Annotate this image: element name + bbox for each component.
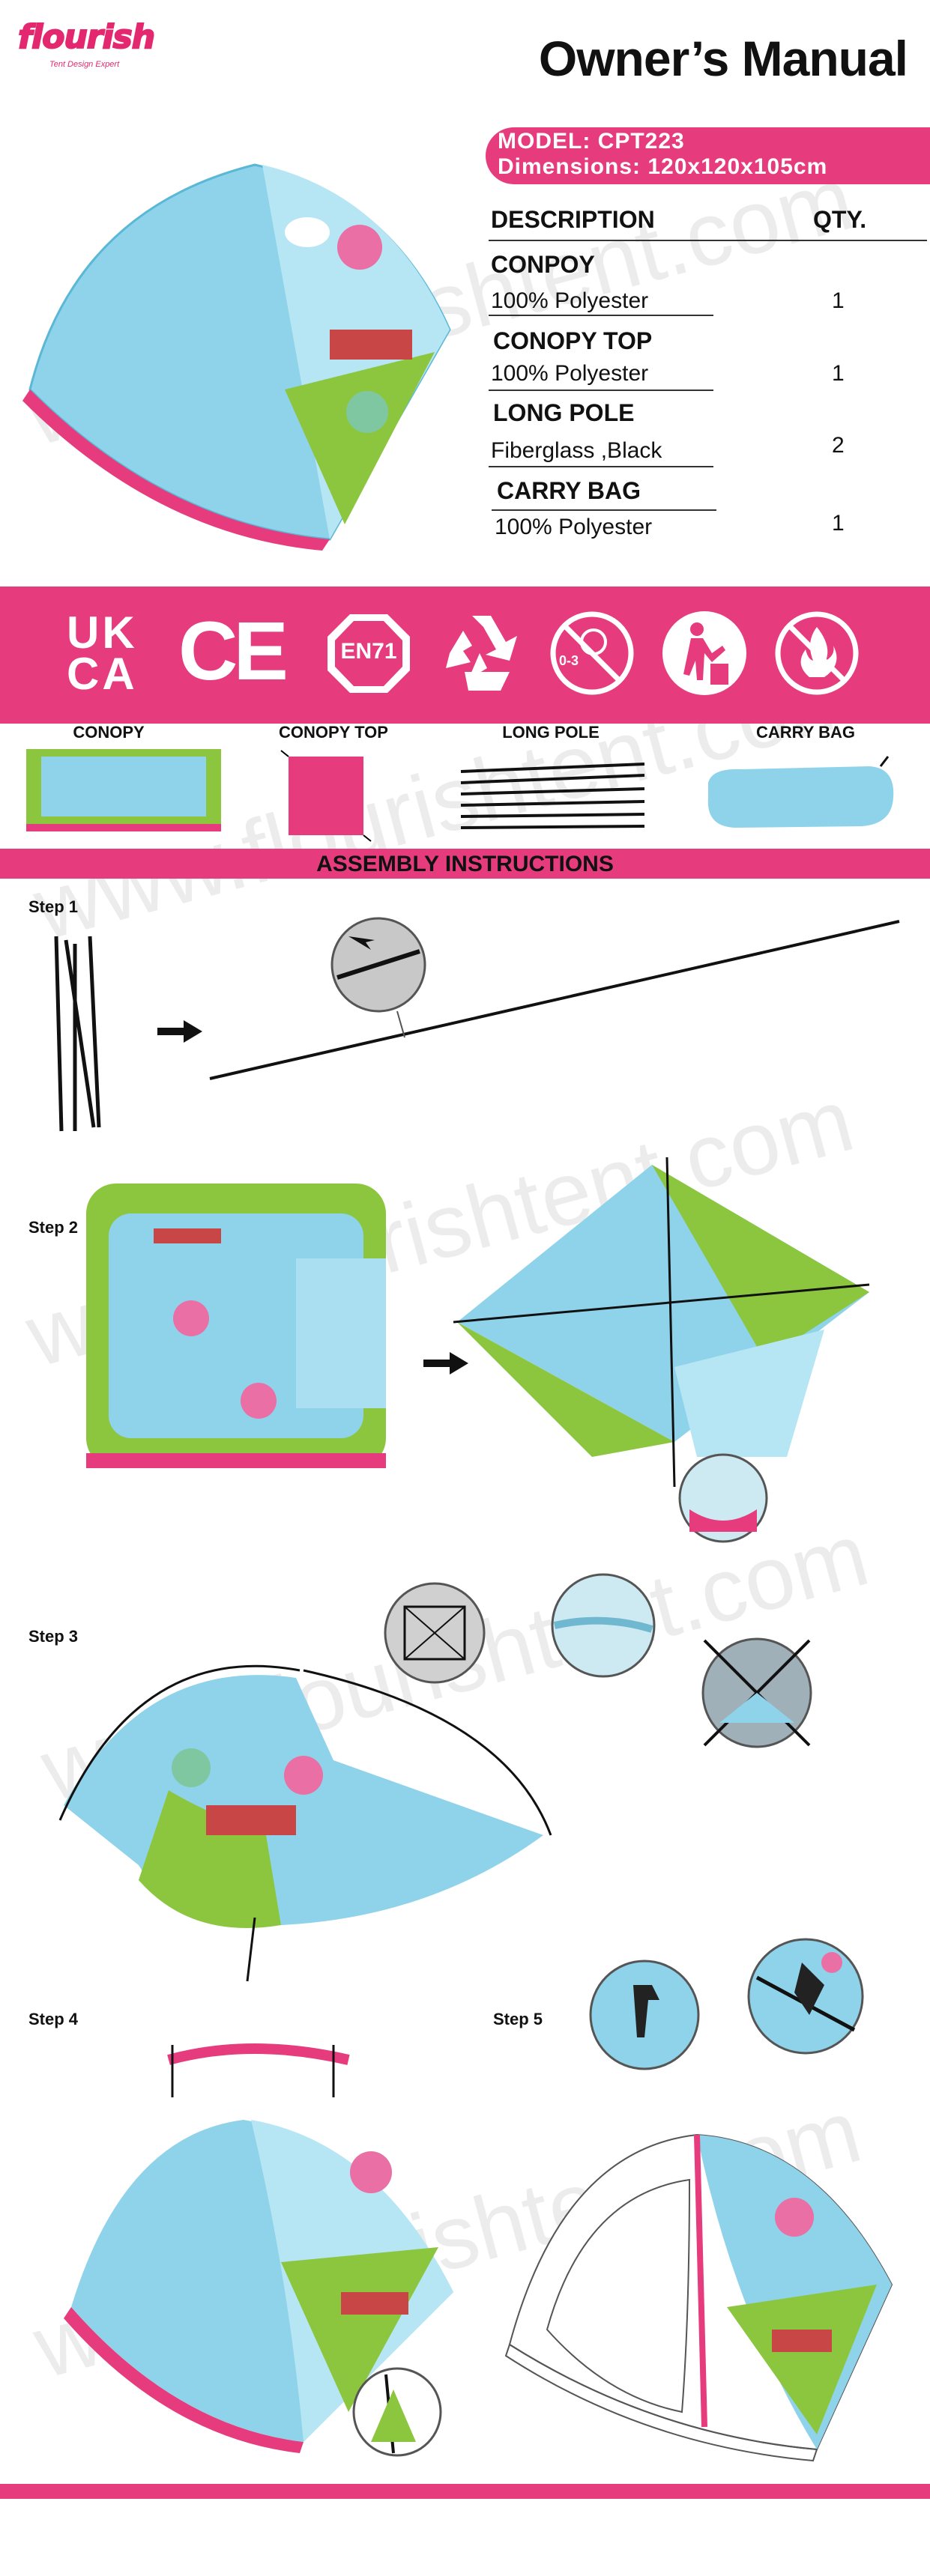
conopy-part-image [26,749,221,831]
item-name: CONOPY TOP [493,327,653,354]
step-5-label: Step 5 [493,2010,543,2028]
extended-pole-image [209,917,900,1080]
footer-band [0,2484,930,2499]
conopy-top-part-image [280,750,372,842]
item-desc: 100% Polyester [491,361,649,386]
step-2-pole-insert-image [453,1157,870,1543]
step-5-detail-1-image [589,1960,700,2070]
ukca-bottom: CA [67,649,138,699]
part-label-carry-bag: CARRY BAG [755,723,855,742]
page-title: Owner’s Manual [538,31,908,86]
part-label-long-pole: LONG POLE [502,723,600,742]
item-name: CARRY BAG [497,477,641,504]
step-4-label: Step 4 [28,2010,79,2028]
step-5-tent-image [504,2133,893,2462]
part-label-conopy: CONOPY [73,723,145,742]
step-4-tent-image [64,2043,453,2457]
en71-label: EN71 [340,639,397,664]
arrow-right-icon [423,1352,468,1375]
assembly-title: ASSEMBLY INSTRUCTIONS [316,852,614,876]
item-name: LONG POLE [493,399,635,426]
ce-mark: CE [178,605,291,704]
dispose-properly-icon [662,611,746,695]
item-name: CONPOY [491,251,595,278]
ce-text: CE [178,605,289,697]
no-fire-icon [775,611,859,695]
step-3-tent-image [58,1664,552,1982]
folded-pole-image [54,936,101,1132]
step-5-detail-2-image [747,1938,864,2055]
long-pole-part-image [460,763,645,829]
age-label: 0-3 [559,653,579,668]
item-desc: 100% Polyester [495,515,653,539]
section-divider [0,719,930,724]
step-2-flat-tent-image [86,1184,386,1468]
table-divider [489,240,927,241]
row-divider [489,466,713,467]
step-3-detail-2-image [551,1573,656,1678]
ukca-mark: UK CA [64,607,154,699]
tent-hero-image [22,163,451,551]
item-qty: 1 [832,288,845,313]
assembly-band: ASSEMBLY INSTRUCTIONS [0,849,930,879]
brand-name: flourish [17,17,156,57]
step-2-label: Step 2 [28,1218,79,1237]
part-label-conopy-top: CONOPY TOP [279,723,388,742]
model-dimensions: Dimensions: 120x120x105cm [498,154,828,179]
arrow-right-icon [157,1020,202,1043]
ukca-top: UK [67,607,138,658]
row-divider [492,509,716,511]
item-qty: 1 [832,511,845,536]
step-3-detail-3-image [701,1637,812,1748]
brand-tagline: Tent Design Expert [49,60,120,69]
row-divider [489,315,713,316]
table-header-qty: QTY. [813,206,867,233]
table-header-description: DESCRIPTION [491,206,655,233]
row-divider [489,390,713,391]
step-1-label: Step 1 [28,897,79,916]
item-desc: Fiberglass ,Black [491,438,662,463]
model-band: MODEL: CPT223 Dimensions: 120x120x105cm [486,127,930,184]
item-qty: 2 [832,433,845,458]
step-3-detail-1-image [384,1582,486,1684]
item-qty: 1 [832,361,845,386]
age-warning-icon [550,611,634,695]
recycle-icon [446,616,517,691]
carry-bag-part-image [707,756,894,828]
item-desc: 100% Polyester [491,288,649,313]
step-3-label: Step 3 [28,1627,79,1646]
model-number: MODEL: CPT223 [498,129,685,154]
brand-logo: flourish Tent Design Expert [17,17,160,78]
en71-icon [327,614,410,693]
